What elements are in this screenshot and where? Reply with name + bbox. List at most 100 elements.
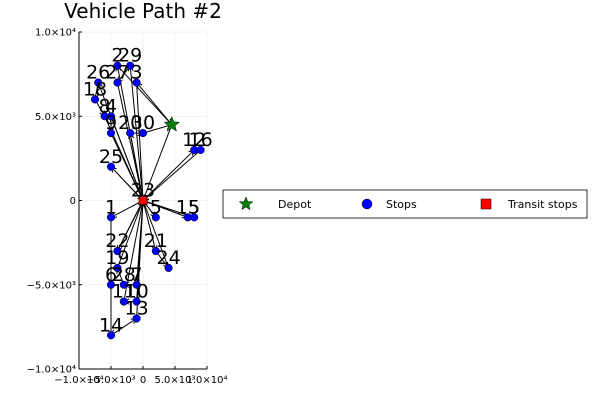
legend: Depot Stops Transit stops: [222, 189, 588, 219]
legend-stops-marker: [361, 198, 373, 210]
path-segment: [136, 200, 144, 285]
path-segment: [110, 116, 144, 201]
path-segment: [117, 65, 173, 126]
legend-item-transit-stops: Transit stops: [480, 198, 578, 211]
path-segment: [110, 166, 144, 201]
stop-label: 4: [105, 95, 117, 117]
stop-point: [113, 61, 122, 70]
stop-label: 14: [99, 314, 123, 336]
y-tick-label: −5.0×10³: [27, 280, 76, 291]
x-tick-label: −1.0×10⁴: [54, 375, 103, 386]
y-tick-label: −1.0×10⁴: [27, 365, 76, 376]
stop-point: [106, 280, 116, 289]
axes: 1.0×10⁴5.0×10³0−5.0×10³−1.0×10⁴−1.0×10⁴−…: [27, 28, 228, 387]
stop-label: 7: [131, 264, 143, 286]
stop-point: [106, 112, 116, 121]
stop-label: 12: [182, 129, 206, 151]
stop-point: [119, 297, 128, 306]
x-tick-label: −5.0×10³: [86, 375, 135, 386]
path-segment: [116, 82, 144, 201]
stop-label: 20: [118, 112, 142, 134]
stop-label: 28: [112, 264, 136, 286]
path-segment: [142, 124, 172, 134]
stop-label: 27: [105, 62, 129, 84]
path-segment: [142, 200, 170, 269]
stop-point: [196, 145, 205, 154]
stop-label: 1: [105, 196, 117, 218]
stop-point: [132, 78, 141, 87]
stop-point: [106, 213, 116, 222]
transit-stop-point: [138, 196, 148, 205]
path-segment: [110, 318, 137, 336]
stop-point: [138, 129, 148, 138]
stop-label: 8: [99, 95, 111, 117]
stop-point: [132, 297, 141, 306]
stop-point: [190, 213, 199, 222]
legend-stops-label: Stops: [386, 198, 417, 211]
path-segment: [110, 200, 144, 218]
stop-label: 16: [189, 129, 213, 151]
depot-point: [163, 116, 181, 132]
stop-label: 13: [125, 297, 149, 319]
stop-label: 3: [131, 62, 143, 84]
path-segment: [116, 200, 144, 269]
stop-point: [90, 95, 100, 104]
stop-point: [126, 61, 135, 70]
stop-label: 23: [131, 180, 155, 202]
legend-box: [222, 189, 588, 219]
data-points: [90, 61, 205, 340]
chart-title: Vehicle Path #2: [64, 0, 222, 23]
stop-label: 11: [112, 281, 136, 303]
path-segment: [142, 124, 173, 201]
legend-item-depot: Depot: [238, 196, 312, 211]
stop-label: 29: [118, 45, 142, 67]
path-segment: [142, 149, 195, 201]
y-tick-label: 0: [70, 196, 76, 207]
stop-point: [113, 263, 122, 272]
legend-transit-label: Transit stops: [507, 198, 578, 211]
stop-label: 21: [144, 230, 168, 252]
stop-label: 5: [150, 196, 162, 218]
path-segment: [136, 82, 144, 201]
path-segment: [142, 149, 201, 201]
stop-label: 26: [86, 62, 110, 84]
y-tick-label: 1.0×10⁴: [35, 28, 76, 39]
stop-point: [132, 314, 141, 323]
stop-label: 30: [131, 112, 155, 134]
stop-point: [113, 247, 122, 256]
legend-item-stops: Stops: [361, 198, 417, 211]
stop-point: [126, 129, 135, 138]
route-path: [92, 64, 202, 337]
stop-label: 9: [105, 112, 117, 134]
stop-label: 15: [176, 196, 200, 218]
path-segment: [142, 200, 157, 252]
legend-depot-marker: [238, 196, 254, 211]
stop-point: [94, 78, 103, 87]
stop-label: 25: [99, 146, 123, 168]
x-tick-label: 0: [140, 375, 146, 386]
stop-label: 19: [105, 247, 129, 269]
y-tick-label: 5.0×10³: [35, 112, 76, 123]
stop-point: [164, 263, 173, 272]
stop-point: [106, 162, 116, 171]
stop-point: [151, 247, 160, 256]
stop-label: 6: [105, 264, 117, 286]
stop-point: [106, 331, 116, 340]
stop-label: 2: [111, 45, 123, 67]
stop-label: 22: [105, 230, 129, 252]
stop-point: [113, 78, 122, 87]
stop-point: [119, 280, 128, 289]
path-segment: [110, 132, 144, 201]
stop-label: 5: [188, 196, 200, 218]
stop-label: 10: [125, 281, 149, 303]
stop-point: [151, 213, 160, 222]
x-tick-label: 5.0×10³: [154, 375, 195, 386]
stop-label: 24: [157, 247, 181, 269]
path-segment: [116, 200, 144, 252]
legend-transit-marker: [480, 198, 492, 210]
stop-label: 18: [83, 78, 107, 100]
stop-point: [132, 280, 141, 289]
legend-depot-label: Depot: [278, 198, 312, 211]
